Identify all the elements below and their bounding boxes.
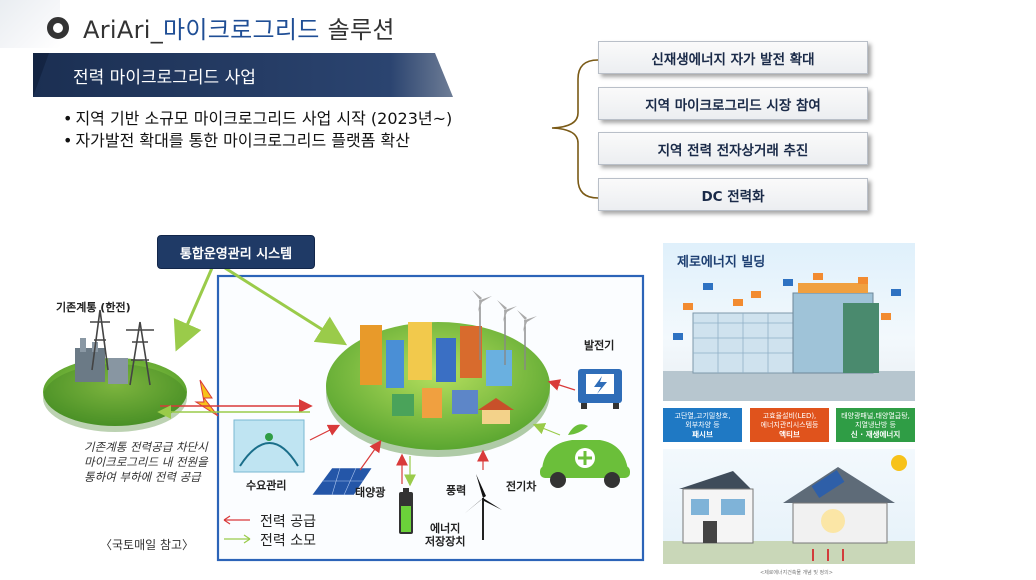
category-name: 액티브	[779, 429, 800, 439]
benefit-box: 신재생에너지 자가 발전 확대	[598, 41, 868, 74]
zeb-caption: <제로에너지건축물 개념 및 정의>	[760, 570, 833, 576]
title-suffix: 솔루션	[319, 16, 395, 44]
legend-consume-label: 전력 소모	[260, 533, 316, 549]
demand-chart-icon	[233, 419, 305, 473]
ev-icon	[540, 424, 630, 488]
grid-label: 기존계통 (한전)	[56, 301, 131, 314]
title-prefix: AriAri_	[83, 16, 164, 44]
benefit-box: 지역 전력 전자상거래 추진	[598, 132, 868, 165]
generator-icon	[578, 369, 622, 409]
ev-label: 전기차	[506, 480, 537, 493]
category-desc: 고단열,고기밀창호,	[674, 411, 731, 420]
zeb-category-active: 고효율설비(LED), 에너지관리시스템등 액티브	[750, 408, 829, 442]
reference-note: 〈국토매일 참고〉	[100, 538, 195, 552]
zeb-building-graphic	[663, 273, 915, 401]
zeb-category-passive: 고단열,고기밀창호, 외부차양 등 패시브	[663, 408, 742, 442]
generator-label: 발전기	[584, 339, 615, 352]
category-desc: 지열냉난방 등	[855, 420, 896, 429]
bullet-list: 지역 기반 소규모 마이크로그리드 사업 시작 (2023년~) 자가발전 확대…	[63, 108, 452, 152]
curly-bracket	[551, 59, 599, 199]
integrated-operation-system-button[interactable]: 통합운영관리 시스템	[157, 235, 315, 269]
page-title: AriAri_마이크로그리드 솔루션	[83, 10, 395, 45]
grid-outage-note: 기존계통 전력공급 차단시 마이크로그리드 내 전원을 통하여 부하에 전력 공…	[84, 440, 208, 485]
diagram-legend: 전력 공급 전력 소모	[226, 513, 316, 551]
note-line: 기존계통 전력공급 차단시	[84, 440, 208, 454]
solar-label: 태양광	[355, 486, 386, 499]
title-accent: 마이크로그리드	[163, 16, 320, 44]
bullet-item: 자가발전 확대를 통한 마이크로그리드 플랫폼 확산	[63, 130, 452, 152]
legend-supply: 전력 공급	[226, 513, 316, 532]
wind-turbine-icon	[464, 474, 502, 540]
category-name: 신 · 재생에너지	[850, 429, 901, 439]
grid-island	[43, 309, 187, 432]
category-desc: 에너지관리시스템등	[760, 420, 819, 429]
bullet-item: 지역 기반 소규모 마이크로그리드 사업 시작 (2023년~)	[63, 108, 452, 130]
section-title: 전력 마이크로그리드 사업	[73, 68, 256, 88]
storage-label: 에너지 저장장치	[425, 522, 465, 548]
zeb-house-graphic	[663, 455, 915, 564]
zeb-title: 제로에너지 빌딩	[677, 255, 766, 270]
solar-panel-icon	[311, 467, 373, 496]
header-bullet-icon	[47, 16, 69, 39]
legend-supply-label: 전력 공급	[260, 514, 316, 530]
legend-consume: 전력 소모	[226, 532, 316, 551]
zeb-building-illustration: 제로에너지 빌딩	[663, 243, 915, 401]
category-desc: 태양광패널,태양열급탕,	[841, 411, 910, 420]
category-name: 패시브	[692, 429, 713, 439]
note-line: 마이크로그리드 내 전원을	[84, 455, 208, 469]
ribbon-shape	[33, 53, 453, 97]
wind-label: 풍력	[446, 484, 467, 497]
zeb-house-diagram	[663, 449, 915, 564]
section-ribbon: 전력 마이크로그리드 사업	[33, 53, 453, 97]
note-line: 통하여 부하에 전력 공급	[84, 470, 201, 484]
category-desc: 고효율설비(LED),	[762, 411, 817, 420]
benefit-box: DC 전력화	[598, 178, 868, 211]
microgrid-diagram	[43, 266, 645, 562]
category-desc: 외부차양 등	[685, 420, 720, 429]
demand-label: 수요관리	[246, 479, 287, 492]
central-island	[326, 290, 550, 457]
battery-icon	[399, 488, 413, 534]
page-header: AriAri_마이크로그리드 솔루션	[47, 10, 395, 45]
storage-label-line: 저장장치	[425, 535, 466, 548]
zeb-category-renewable: 태양광패널,태양열급탕, 지열냉난방 등 신 · 재생에너지	[836, 408, 915, 442]
storage-label-line: 에너지	[430, 522, 461, 535]
benefit-box: 지역 마이크로그리드 시장 참여	[598, 87, 868, 120]
